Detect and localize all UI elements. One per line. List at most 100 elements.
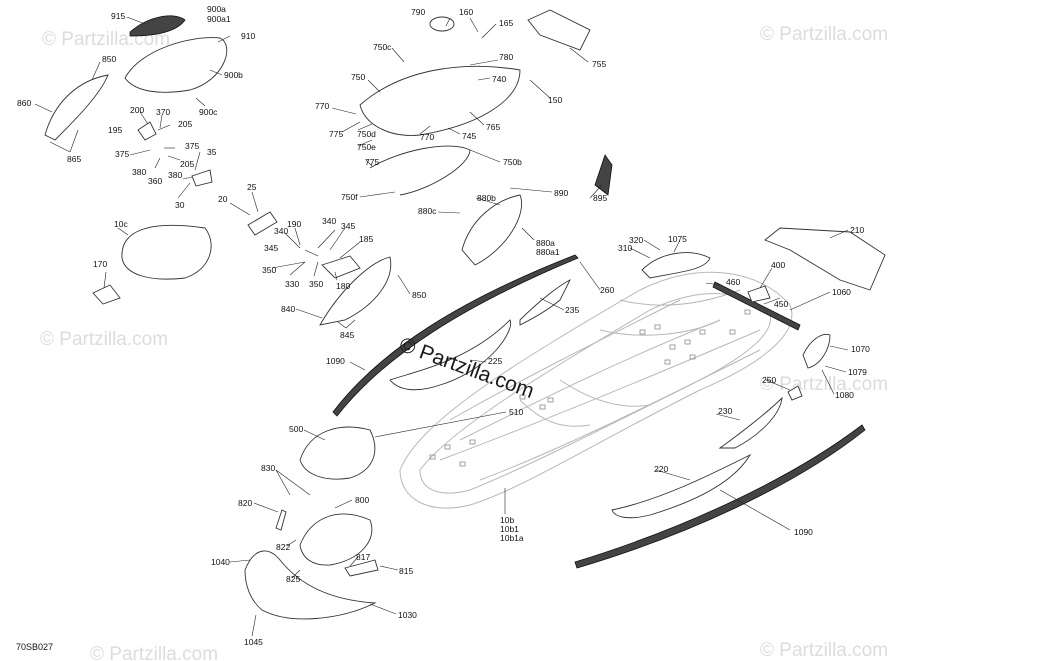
- callout-400: 400: [771, 260, 785, 270]
- callout-770-b: 770: [420, 132, 434, 142]
- part-180: [321, 255, 361, 279]
- callout-790: 790: [411, 7, 425, 17]
- decal-210: [764, 227, 886, 291]
- part-900a: [124, 37, 228, 93]
- callout-230: 230: [718, 406, 732, 416]
- part-755: [527, 9, 591, 51]
- callout-775: 775: [329, 129, 343, 139]
- callout-340-b: 340: [322, 216, 336, 226]
- callout-345: 345: [341, 221, 355, 231]
- callout-labels: 915 900a 900a1 910 850 860 865 900b 900c…: [17, 4, 870, 647]
- callout-500: 500: [289, 424, 303, 434]
- callout-895: 895: [593, 193, 607, 203]
- callout-250: 250: [762, 375, 776, 385]
- part-1040: [244, 550, 377, 620]
- part-880: [461, 194, 522, 266]
- callout-800: 800: [355, 495, 369, 505]
- part-10c: [121, 224, 212, 280]
- callout-340: 340: [274, 226, 288, 236]
- callout-900c: 900c: [199, 107, 218, 117]
- callout-817: 817: [356, 552, 370, 562]
- callout-865: 865: [67, 154, 81, 164]
- callout-350: 350: [262, 265, 276, 275]
- hull-body: [399, 271, 793, 509]
- callout-20: 20: [218, 194, 228, 204]
- callout-310: 310: [618, 243, 632, 253]
- callout-25: 25: [247, 182, 257, 192]
- watermark-top-right: © Partzilla.com: [760, 24, 888, 45]
- callout-1040: 1040: [211, 557, 230, 567]
- callout-160: 160: [459, 7, 473, 17]
- callout-1060: 1060: [832, 287, 851, 297]
- decal-220: [611, 453, 752, 519]
- callout-1090: 1090: [326, 356, 345, 366]
- callout-220: 220: [654, 464, 668, 474]
- callout-850: 850: [102, 54, 116, 64]
- callout-845: 845: [340, 330, 354, 340]
- callout-1045: 1045: [244, 637, 263, 647]
- callout-900a: 900a: [207, 4, 226, 14]
- callout-200: 200: [130, 105, 144, 115]
- callout-1070: 1070: [851, 344, 870, 354]
- callout-10c: 10c: [114, 219, 128, 229]
- callout-1090-b: 1090: [794, 527, 813, 537]
- callout-750c: 750c: [373, 42, 392, 52]
- part-500: [299, 426, 376, 480]
- callout-375-b: 375: [115, 149, 129, 159]
- callout-360: 360: [148, 176, 162, 186]
- part-750: [359, 65, 521, 136]
- part-915: [129, 15, 186, 37]
- callout-450: 450: [774, 299, 788, 309]
- part-815: [344, 559, 379, 577]
- callout-880b: 880b: [477, 193, 496, 203]
- callout-10b1: 10b1: [500, 524, 519, 534]
- part-840: [319, 256, 392, 326]
- callout-375: 375: [185, 141, 199, 151]
- part-20: [247, 211, 278, 236]
- callout-345-b: 345: [264, 243, 278, 253]
- callout-235: 235: [565, 305, 579, 315]
- part-250: [787, 385, 803, 401]
- part-820: [275, 509, 287, 531]
- callout-910: 910: [241, 31, 255, 41]
- callout-150: 150: [548, 95, 562, 105]
- callout-510: 510: [509, 407, 523, 417]
- callout-750e: 750e: [357, 142, 376, 152]
- callout-825: 825: [286, 574, 300, 584]
- callout-815: 815: [399, 566, 413, 576]
- callout-850-b: 850: [412, 290, 426, 300]
- callout-880c: 880c: [418, 206, 437, 216]
- part-860: [44, 74, 109, 141]
- callout-740: 740: [492, 74, 506, 84]
- watermark-mid-left: © Partzilla.com: [40, 329, 168, 350]
- callout-195: 195: [108, 125, 122, 135]
- callout-1079: 1079: [848, 367, 867, 377]
- callout-30: 30: [175, 200, 185, 210]
- callout-1075: 1075: [668, 234, 687, 244]
- callout-320: 320: [629, 235, 643, 245]
- callout-750f: 750f: [341, 192, 358, 202]
- decal-230: [718, 396, 783, 449]
- callout-10b: 10b: [500, 515, 514, 525]
- callout-755: 755: [592, 59, 606, 69]
- part-380: [191, 169, 213, 187]
- callout-460: 460: [726, 277, 740, 287]
- callout-765: 765: [486, 122, 500, 132]
- part-1075: [641, 252, 711, 279]
- part-1070: [802, 333, 831, 369]
- part-800: [299, 513, 373, 566]
- callout-10b1a: 10b1a: [500, 533, 524, 543]
- callout-770: 770: [315, 101, 329, 111]
- callout-750b: 750b: [503, 157, 522, 167]
- callout-780: 780: [499, 52, 513, 62]
- callout-180: 180: [336, 281, 350, 291]
- watermark-bottom-left: © Partzilla.com: [90, 644, 218, 661]
- callout-205-b: 205: [180, 159, 194, 169]
- callout-210: 210: [850, 225, 864, 235]
- callout-330: 330: [285, 279, 299, 289]
- callout-190: 190: [287, 219, 301, 229]
- leader-lines: [34, 16, 849, 637]
- decal-225: [389, 319, 512, 391]
- watermark-bottom-right: © Partzilla.com: [760, 640, 888, 661]
